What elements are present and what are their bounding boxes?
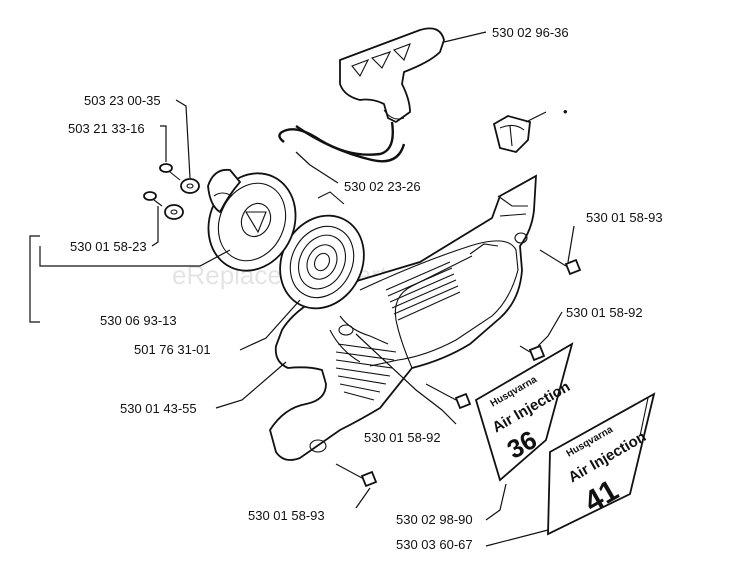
label-rope: 530 02 23-26 <box>344 179 421 194</box>
starter-cover <box>269 174 537 461</box>
label-pulley: 530 06 93-13 <box>100 313 177 328</box>
label-cover: 530 01 43-55 <box>120 401 197 416</box>
leader-lines <box>29 31 575 547</box>
screw-right-top <box>539 249 582 276</box>
starter-handle <box>339 27 445 124</box>
label-screw-a: 503 23 00-35 <box>84 93 161 108</box>
washer-top <box>180 178 200 194</box>
screw-bottom <box>335 463 378 488</box>
decal-41: Husqvarna Air Injection 41 <box>547 392 656 536</box>
bushing-part <box>492 115 531 153</box>
label-center-screw: 530 01 58-92 <box>364 430 441 445</box>
label-washer: 530 01 58-23 <box>70 239 147 254</box>
label-handle: 530 02 96-36 <box>492 25 569 40</box>
label-decal-41: 530 03 60-67 <box>396 537 473 552</box>
recoil-spring <box>279 191 365 310</box>
screw-small-left <box>143 191 163 207</box>
label-right-screw-mid: 530 01 58-92 <box>566 305 643 320</box>
label-decal-36: 530 02 98-90 <box>396 512 473 527</box>
starter-pulley <box>207 168 297 272</box>
screw-center <box>425 383 472 410</box>
label-bottom-screw: 530 01 58-93 <box>248 508 325 523</box>
label-dot: • <box>563 104 568 119</box>
label-spring: 501 76 31-01 <box>134 342 211 357</box>
washer-left <box>164 204 184 220</box>
screw-small-top <box>159 163 181 181</box>
label-screw-b: 503 21 33-16 <box>68 121 145 136</box>
label-right-screw-top: 530 01 58-93 <box>586 210 663 225</box>
screw-right-mid <box>519 344 546 362</box>
